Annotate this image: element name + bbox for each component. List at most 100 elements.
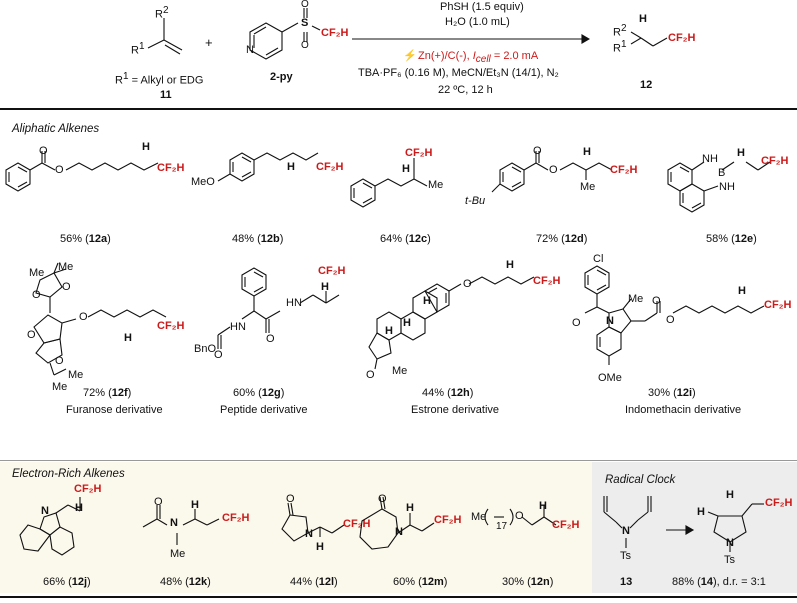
divider-bottom	[0, 596, 797, 598]
atom-o: O	[32, 289, 41, 301]
structure-12b	[217, 152, 319, 182]
structure-12j	[19, 497, 81, 556]
caption-12h: Estrone derivative	[411, 404, 500, 416]
structure-12c	[350, 158, 428, 208]
atom-ome: OMe	[598, 372, 622, 384]
atom-h: H	[402, 163, 410, 175]
plus-sign: +	[205, 35, 213, 50]
reaction-arrow	[352, 34, 590, 44]
atom-o: O	[463, 278, 472, 290]
yield-12e: 58% (12e)	[706, 233, 757, 245]
structure-12m	[359, 496, 435, 550]
yield-14: 88% (14), d.r. = 3:1	[672, 576, 766, 588]
divider-middle	[0, 460, 797, 461]
atom-me: Me	[68, 369, 84, 381]
atom-hn: HN	[230, 321, 246, 333]
atom-o: O	[286, 493, 295, 505]
caption-12f: Furanose derivative	[66, 404, 163, 416]
atom-n: N	[41, 505, 49, 517]
atom-h: H	[583, 146, 591, 158]
atom-me: Me	[58, 261, 74, 273]
atom-h: H	[316, 541, 324, 553]
cf2h-label: CF₂H	[74, 483, 102, 495]
alkene-r1: R	[131, 44, 139, 57]
alkene-r2: R	[155, 8, 163, 21]
electron-rich-panel	[0, 462, 592, 593]
yield-12h: 44% (12h)	[422, 387, 474, 399]
structure-12a	[5, 151, 159, 192]
structure-12n	[484, 505, 557, 526]
atom-me: Me	[170, 548, 186, 560]
structure-12h	[368, 276, 535, 370]
atom-o: O	[62, 281, 71, 293]
atom-h: H	[385, 325, 393, 337]
sulfur-atom: S	[301, 17, 309, 29]
yield-12k: 48% (12k)	[160, 576, 211, 588]
yield-12i: 30% (12i)	[648, 387, 696, 399]
atom-n: N	[170, 517, 178, 529]
chain-length-subscript: 17	[496, 521, 508, 532]
cf2h-label: CF₂H	[533, 275, 561, 287]
atom-o: O	[266, 333, 275, 345]
atom-h: H	[321, 281, 329, 293]
atom-nh: NH	[702, 153, 718, 165]
atom-o: O	[666, 314, 675, 326]
atom-h: H	[406, 502, 414, 514]
divider-top	[0, 108, 797, 110]
atom-o: O	[55, 355, 64, 367]
product-r2: R	[613, 26, 621, 39]
atom-o: O	[55, 164, 64, 176]
yield-12d: 72% (12d)	[536, 233, 588, 245]
cf2h-label: CF₂H	[343, 518, 371, 530]
atom-n: N	[305, 528, 313, 540]
product-12-structure	[630, 31, 668, 47]
product-h: H	[639, 13, 647, 25]
compound-13-label: 13	[620, 576, 633, 588]
atom-o: O	[154, 496, 163, 508]
atom-me: Me	[52, 381, 68, 393]
atom-n: N	[395, 526, 403, 538]
structure-12f	[33, 262, 167, 376]
atom-ts: Ts	[620, 550, 631, 562]
atom-h: H	[124, 332, 132, 344]
cf2h-label: CF₂H	[157, 162, 185, 174]
product-cf2h: CF₂H	[668, 32, 696, 44]
section-electron-rich-header: Electron-Rich Alkenes	[12, 468, 125, 480]
section-aliphatic-header: Aliphatic Alkenes	[12, 123, 100, 135]
cf2h-label: CF₂H	[405, 147, 433, 159]
atom-me: Me	[628, 293, 644, 305]
atom-cl: Cl	[593, 253, 604, 265]
atom-bno: BnO	[194, 343, 217, 355]
condition-electrolyte: TBA·PF₆ (0.16 M), MeCN/Et₃N (14/1), N₂	[358, 67, 559, 79]
yield-12j: 66% (12j)	[43, 576, 91, 588]
lightning-bolt-icon: ⚡	[403, 50, 417, 62]
condition-electrolysis: Zn(+)/C(-), Icell = 2.0 mA	[418, 50, 539, 66]
compound-2py-label: 2-py	[270, 71, 293, 83]
atom-h: H	[697, 506, 705, 518]
atom-o: O	[39, 145, 48, 157]
section-radical-clock-header: Radical Clock	[605, 474, 676, 486]
atom-o: O	[378, 493, 387, 505]
atom-tbu: t-Bu	[465, 195, 486, 207]
cf2h-label: CF₂H	[765, 497, 793, 509]
atom-h: H	[75, 502, 83, 514]
atom-boron: B	[718, 167, 726, 179]
atom-h: H	[403, 317, 411, 329]
yield-12b: 48% (12b)	[232, 233, 284, 245]
sulfone-oxygen-bottom: O	[301, 40, 309, 51]
atom-h: H	[287, 161, 295, 173]
cf2h-label: CF₂H	[552, 519, 580, 531]
atom-o: O	[27, 329, 36, 341]
atom-n: N	[726, 537, 734, 549]
structure-12i	[584, 265, 765, 365]
yield-12g: 60% (12g)	[233, 387, 285, 399]
cf2h-label: CF₂H	[318, 265, 346, 277]
cf2h-label: CF₂H	[222, 512, 250, 524]
alkene-structure	[147, 18, 183, 55]
atom-o: O	[549, 164, 558, 176]
atom-n: N	[622, 525, 630, 537]
cf2h-label: CF₂H	[157, 320, 185, 332]
atom-o: O	[652, 295, 661, 307]
yield-12m: 60% (12m)	[393, 576, 448, 588]
atom-me: Me	[428, 179, 444, 191]
